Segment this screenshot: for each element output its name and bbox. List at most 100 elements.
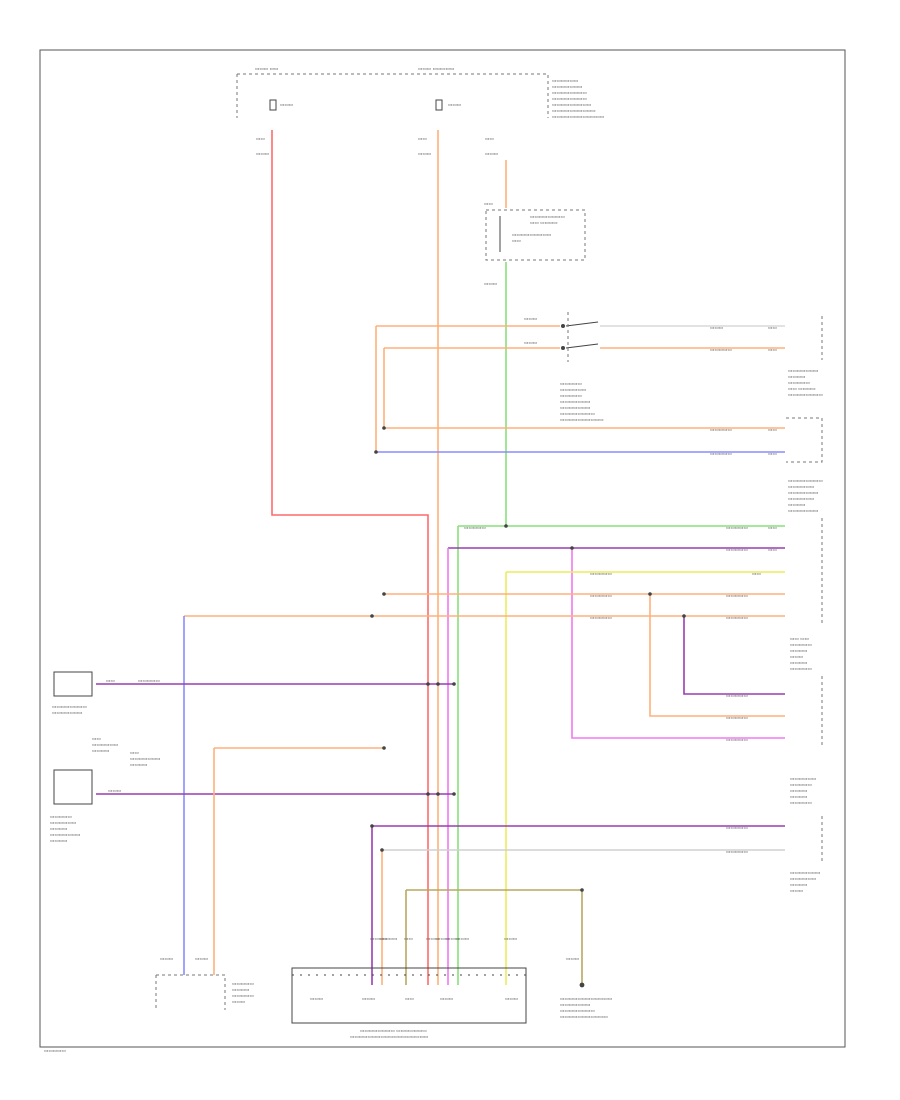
svg-text:▭▭▭▭▭: ▭▭▭▭▭: [710, 428, 732, 433]
svg-text:▭▭▭: ▭▭▭: [426, 937, 439, 942]
svg-text:▭▭▭▭▭▭: ▭▭▭▭▭▭: [790, 777, 816, 782]
svg-text:▭▭: ▭▭: [768, 428, 777, 433]
svg-text:▭▭▭▭▭▭: ▭▭▭▭▭▭: [552, 79, 578, 84]
wire-purple-694: [683, 616, 785, 695]
svg-text:▭▭▭▭: ▭▭▭▭: [232, 988, 249, 993]
junction-dots: [370, 426, 686, 988]
right-components: ▭▭▭▭▭▭▭ ▭▭▭▭ ▭▭▭▭▭ ▭▭ ▭▭▭▭ ▭▭▭▭▭▭▭▭ ▭▭▭▭…: [786, 316, 823, 894]
svg-text:▭▭▭▭▭▭▭: ▭▭▭▭▭▭▭: [560, 1003, 590, 1008]
svg-text:▭▭▭▭▭: ▭▭▭▭▭: [464, 526, 486, 531]
svg-text:▭▭▭▭▭▭▭: ▭▭▭▭▭▭▭: [790, 871, 820, 876]
svg-text:▭▭▭: ▭▭▭: [195, 957, 208, 962]
svg-text:▭▭▭▭▭: ▭▭▭▭▭: [726, 738, 748, 743]
svg-text:▭▭: ▭▭: [256, 137, 265, 142]
svg-text:▭▭▭▭▭: ▭▭▭▭▭: [726, 616, 748, 621]
svg-text:▭▭ ▭▭▭▭: ▭▭ ▭▭▭▭: [530, 221, 558, 226]
svg-text:▭▭: ▭▭: [106, 679, 115, 684]
right-wire-labels: ▭▭▭ ▭▭ ▭▭▭▭▭ ▭▭ ▭▭▭▭▭ ▭▭ ▭▭▭▭▭ ▭▭ ▭▭▭▭▭ …: [464, 326, 777, 855]
svg-text:▭▭▭▭▭▭▭▭: ▭▭▭▭▭▭▭▭: [788, 479, 823, 484]
svg-text:▭▭▭: ▭▭▭: [485, 152, 498, 157]
svg-text:▭▭▭▭: ▭▭▭▭: [380, 937, 397, 942]
svg-text:▭▭▭▭▭▭: ▭▭▭▭▭▭: [788, 497, 814, 502]
wire-orange-716: [649, 594, 785, 717]
svg-text:▭▭▭▭▭▭▭▭: ▭▭▭▭▭▭▭▭: [552, 91, 587, 96]
svg-text:▭▭: ▭▭: [418, 137, 427, 142]
svg-text:▭▭▭▭▭▭: ▭▭▭▭▭▭: [560, 388, 586, 393]
left-middle-labels: ▭▭ ▭▭▭▭▭▭ ▭▭▭▭ ▭▭ ▭▭▭▭▭▭▭ ▭▭▭▭: [92, 737, 160, 768]
svg-text:▭▭▭▭▭▭▭▭▭▭: ▭▭▭▭▭▭▭▭▭▭: [560, 418, 603, 423]
svg-text:▭▭▭▭: ▭▭▭▭: [92, 749, 109, 754]
svg-text:▭▭▭▭▭▭: ▭▭▭▭▭▭: [92, 743, 118, 748]
svg-text:▭▭: ▭▭: [404, 937, 413, 942]
svg-text:▭▭▭: ▭▭▭: [790, 655, 803, 660]
svg-text:▭▭▭: ▭▭▭: [484, 282, 497, 287]
svg-text:▭▭▭▭▭▭▭▭▭: ▭▭▭▭▭▭▭▭▭: [552, 103, 591, 108]
svg-text:▭▭▭▭▭: ▭▭▭▭▭: [138, 679, 160, 684]
svg-text:▭▭▭▭▭: ▭▭▭▭▭: [790, 643, 812, 648]
svg-text:▭▭▭▭▭▭▭: ▭▭▭▭▭▭▭: [130, 757, 160, 762]
svg-text:▭▭▭▭: ▭▭▭▭: [790, 649, 807, 654]
svg-text:▭▭▭▭▭: ▭▭▭▭▭: [726, 594, 748, 599]
corner-code: ▭▭▭▭▭: [44, 1049, 66, 1054]
svg-text:▭▭▭▭: ▭▭▭▭: [790, 883, 807, 888]
svg-text:▭▭▭▭▭: ▭▭▭▭▭: [726, 694, 748, 699]
svg-text:▭▭: ▭▭: [768, 348, 777, 353]
svg-text:▭▭▭: ▭▭▭: [362, 997, 375, 1002]
svg-text:▭▭▭▭: ▭▭▭▭: [370, 937, 387, 942]
svg-text:▭▭▭: ▭▭▭: [456, 937, 469, 942]
svg-text:▭▭▭▭▭: ▭▭▭▭▭: [726, 716, 748, 721]
svg-text:▭▭▭▭▭: ▭▭▭▭▭: [232, 994, 254, 999]
svg-text:▭▭▭: ▭▭▭: [418, 152, 431, 157]
svg-text:▭▭▭▭▭: ▭▭▭▭▭: [790, 667, 812, 672]
svg-text:▭▭▭▭▭▭▭: ▭▭▭▭▭▭▭: [788, 509, 818, 514]
svg-text:▭▭▭▭▭: ▭▭▭▭▭: [710, 452, 732, 457]
svg-text:▭▭▭▭▭▭▭▭: ▭▭▭▭▭▭▭▭: [560, 412, 595, 417]
svg-text:▭▭: ▭▭: [768, 452, 777, 457]
svg-text:▭▭▭▭▭▭▭▭: ▭▭▭▭▭▭▭▭: [52, 705, 87, 710]
svg-text:▭▭: ▭▭: [92, 737, 101, 742]
svg-text:▭▭▭▭▭: ▭▭▭▭▭: [50, 815, 72, 820]
svg-text:▭▭: ▭▭: [512, 239, 521, 244]
svg-text:▭▭▭: ▭▭▭: [440, 997, 453, 1002]
svg-text:▭▭: ▭▭: [130, 751, 139, 756]
svg-text:▭▭▭▭▭▭▭: ▭▭▭▭▭▭▭: [788, 369, 818, 374]
svg-text:▭▭▭: ▭▭▭: [566, 957, 579, 962]
svg-text:▭▭▭▭: ▭▭▭▭: [50, 839, 67, 844]
svg-text:▭▭▭▭▭▭: ▭▭▭▭▭▭: [788, 485, 814, 490]
svg-text:▭▭▭: ▭▭▭: [232, 1000, 245, 1005]
left-component-2: ▭▭▭▭▭ ▭▭▭▭▭▭ ▭▭▭▭ ▭▭▭▭▭▭▭ ▭▭▭▭ ▭▭▭: [50, 769, 121, 844]
svg-text:▭▭▭: ▭▭▭: [504, 937, 517, 942]
svg-text:▭▭▭▭: ▭▭▭▭: [790, 661, 807, 666]
svg-text:▭▭▭▭▭: ▭▭▭▭▭: [726, 826, 748, 831]
svg-text:▭▭▭▭▭▭▭▭▭▭▭▭▭▭▭▭▭▭: ▭▭▭▭▭▭▭▭▭▭▭▭▭▭▭▭▭▭: [350, 1035, 428, 1040]
svg-text:▭▭▭▭▭▭: ▭▭▭▭▭▭: [790, 877, 816, 882]
svg-text:▭▭▭: ▭▭▭: [310, 997, 323, 1002]
svg-text:▭▭▭▭: ▭▭▭▭: [130, 763, 147, 768]
svg-text:▭▭: ▭▭: [405, 997, 414, 1002]
svg-text:▭▭▭▭▭▭▭: ▭▭▭▭▭▭▭: [560, 406, 590, 411]
bottom-left-connector: ▭▭▭ ▭▭▭ ▭▭▭▭▭ ▭▭▭▭ ▭▭▭▭▭ ▭▭▭: [155, 957, 254, 1010]
svg-text:▭▭: ▭▭: [485, 137, 494, 142]
svg-text:▭▭▭▭: ▭▭▭▭: [788, 503, 805, 508]
svg-text:▭▭▭▭▭▭▭▭▭▭▭▭: ▭▭▭▭▭▭▭▭▭▭▭▭: [552, 115, 604, 120]
svg-text:▭▭▭▭▭: ▭▭▭▭▭: [232, 982, 254, 987]
svg-text:▭▭▭: ▭▭▭: [448, 103, 461, 108]
svg-text:▭▭▭▭▭▭▭▭: ▭▭▭▭▭▭▭▭: [552, 97, 587, 102]
svg-text:▭▭▭▭▭: ▭▭▭▭▭: [560, 382, 582, 387]
svg-text:▭▭▭: ▭▭▭: [446, 937, 459, 942]
svg-text:▭▭▭: ▭▭▭: [160, 957, 173, 962]
svg-text:▭▭▭▭▭▭▭: ▭▭▭▭▭▭▭: [52, 711, 82, 716]
svg-text:▭▭▭▭▭▭▭▭: ▭▭▭▭▭▭▭▭: [788, 393, 823, 398]
svg-text:▭▭▭▭▭: ▭▭▭▭▭: [790, 783, 812, 788]
svg-text:▭▭: ▭▭: [768, 526, 777, 531]
wire-red: [271, 130, 429, 985]
svg-text:▭▭: ▭▭: [484, 202, 493, 207]
svg-text:▭▭▭▭▭▭▭: ▭▭▭▭▭▭▭: [552, 85, 582, 90]
bottom-pin-labels: ▭▭▭▭ ▭▭▭▭ ▭▭ ▭▭▭ ▭▭▭ ▭▭▭ ▭▭▭ ▭▭▭: [370, 937, 517, 942]
svg-text:▭▭: ▭▭: [752, 572, 761, 577]
main-module-connector: ▭▭▭ ▭▭▭ ▭▭ ▭▭▭ ▭▭▭ ▭▭▭▭▭▭▭▭ ▭▭▭▭▭▭▭ ▭▭▭▭…: [291, 967, 527, 1040]
relay-component: ▭▭▭▭▭▭▭▭ ▭▭ ▭▭▭▭ ▭▭▭▭▭▭▭▭▭ ▭▭ ▭▭ ▭▭▭: [484, 202, 586, 287]
wire-pink-738: [571, 548, 785, 739]
